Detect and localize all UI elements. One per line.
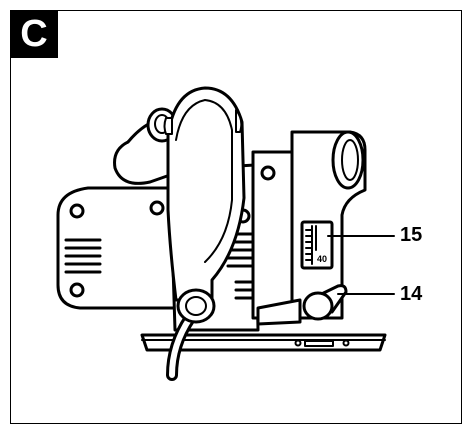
callout-15: 15 xyxy=(400,224,423,246)
figure-letter-badge: C xyxy=(10,10,58,58)
main-handle xyxy=(163,86,246,302)
callout-14: 14 xyxy=(400,283,423,305)
clamping-lever xyxy=(256,284,348,326)
motor-housing xyxy=(56,186,177,310)
cutting-depth-scale xyxy=(300,220,334,270)
depth-scale-label: 40 xyxy=(317,254,327,264)
figure-letter: C xyxy=(20,13,48,55)
callout-leaders xyxy=(327,235,395,295)
motor-vent-slots xyxy=(64,238,102,274)
figure-frame xyxy=(10,10,462,424)
power-cable xyxy=(166,288,216,381)
